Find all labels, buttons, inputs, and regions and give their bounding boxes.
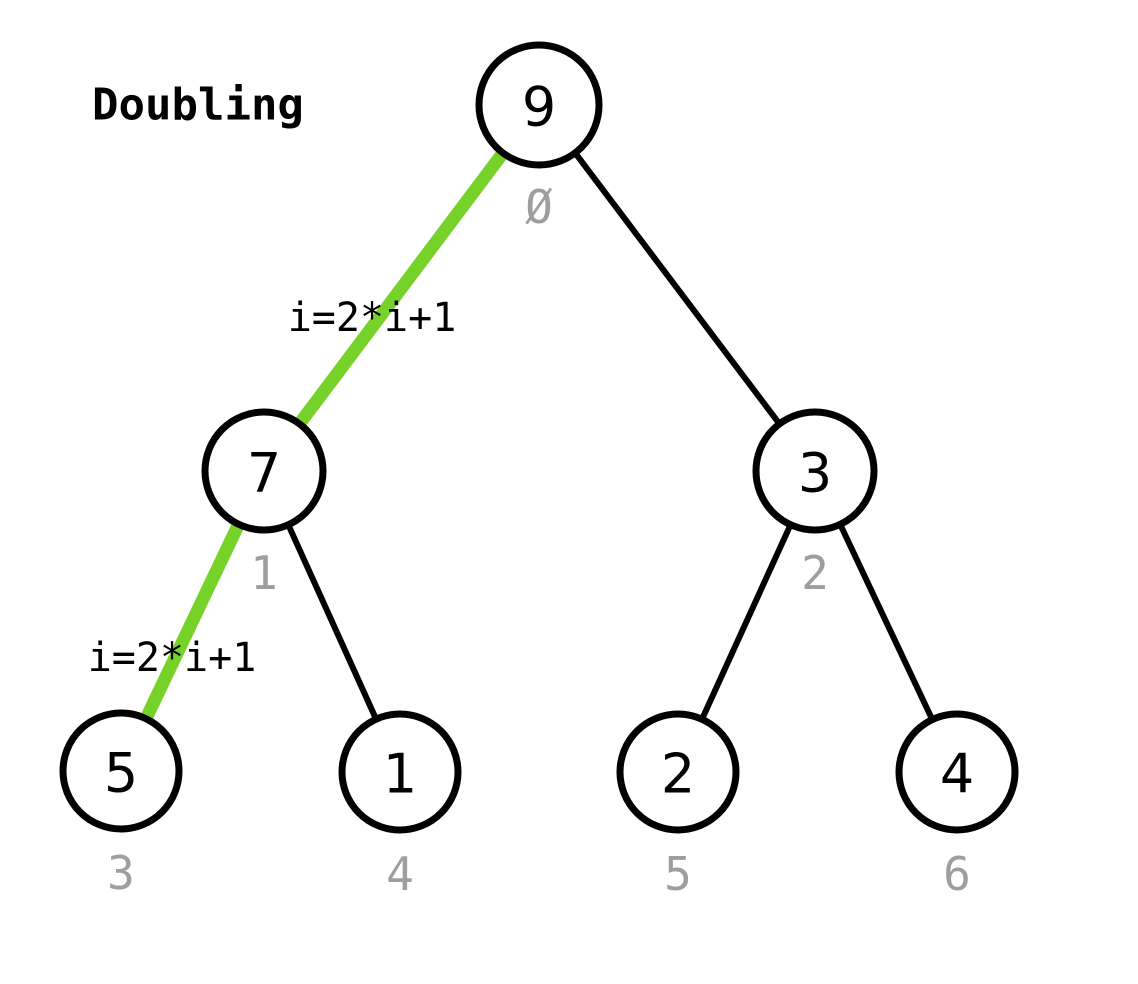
tree-node[interactable]: 3 xyxy=(752,408,878,534)
node-index-label: 3 xyxy=(107,846,135,900)
node-value-label: 5 xyxy=(104,742,138,805)
node-circle[interactable] xyxy=(201,408,327,534)
node-circle[interactable] xyxy=(752,408,878,534)
node-index-label: 6 xyxy=(943,847,971,901)
node-value-label: 1 xyxy=(383,743,417,806)
node-circle[interactable] xyxy=(59,709,183,833)
edge xyxy=(573,151,782,425)
node-index-label: 2 xyxy=(801,546,829,600)
node-circle[interactable] xyxy=(895,710,1019,834)
edge xyxy=(699,524,793,720)
node-circle[interactable] xyxy=(475,41,603,169)
nodes-layer: 9 7 3 5 1 2 4 xyxy=(59,41,1019,834)
tree-node[interactable]: 7 xyxy=(201,408,327,534)
tree-node[interactable]: 2 xyxy=(616,710,740,834)
tree-node[interactable]: 1 xyxy=(338,710,462,834)
diagram-title: Doubling xyxy=(92,80,304,131)
node-index-label: 1 xyxy=(250,546,278,600)
tree-node[interactable]: 4 xyxy=(895,710,1019,834)
node-value-label: 9 xyxy=(522,76,556,139)
node-value-label: 2 xyxy=(661,743,695,806)
edge-label: i=2*i+1 xyxy=(288,295,457,341)
tree-node[interactable]: 9 xyxy=(475,41,603,169)
node-index-label: 4 xyxy=(386,847,414,901)
node-value-label: 3 xyxy=(798,442,832,505)
edge-highlighted xyxy=(294,149,508,427)
node-circle[interactable] xyxy=(616,710,740,834)
tree-node[interactable]: 5 xyxy=(59,709,183,833)
edge-label: i=2*i+1 xyxy=(88,635,257,681)
node-value-label: 7 xyxy=(247,442,281,505)
edge xyxy=(285,524,379,720)
node-index-label: Ø xyxy=(525,180,553,234)
labels-layer: i=2*i+1 i=2*i+1 Ø 1 2 3 4 5 6 xyxy=(88,180,971,901)
node-circle[interactable] xyxy=(338,710,462,834)
edge-highlighted xyxy=(140,522,245,721)
edge xyxy=(837,523,935,720)
node-index-label: 5 xyxy=(664,847,692,901)
node-value-label: 4 xyxy=(940,743,974,806)
edges-layer xyxy=(140,149,935,721)
